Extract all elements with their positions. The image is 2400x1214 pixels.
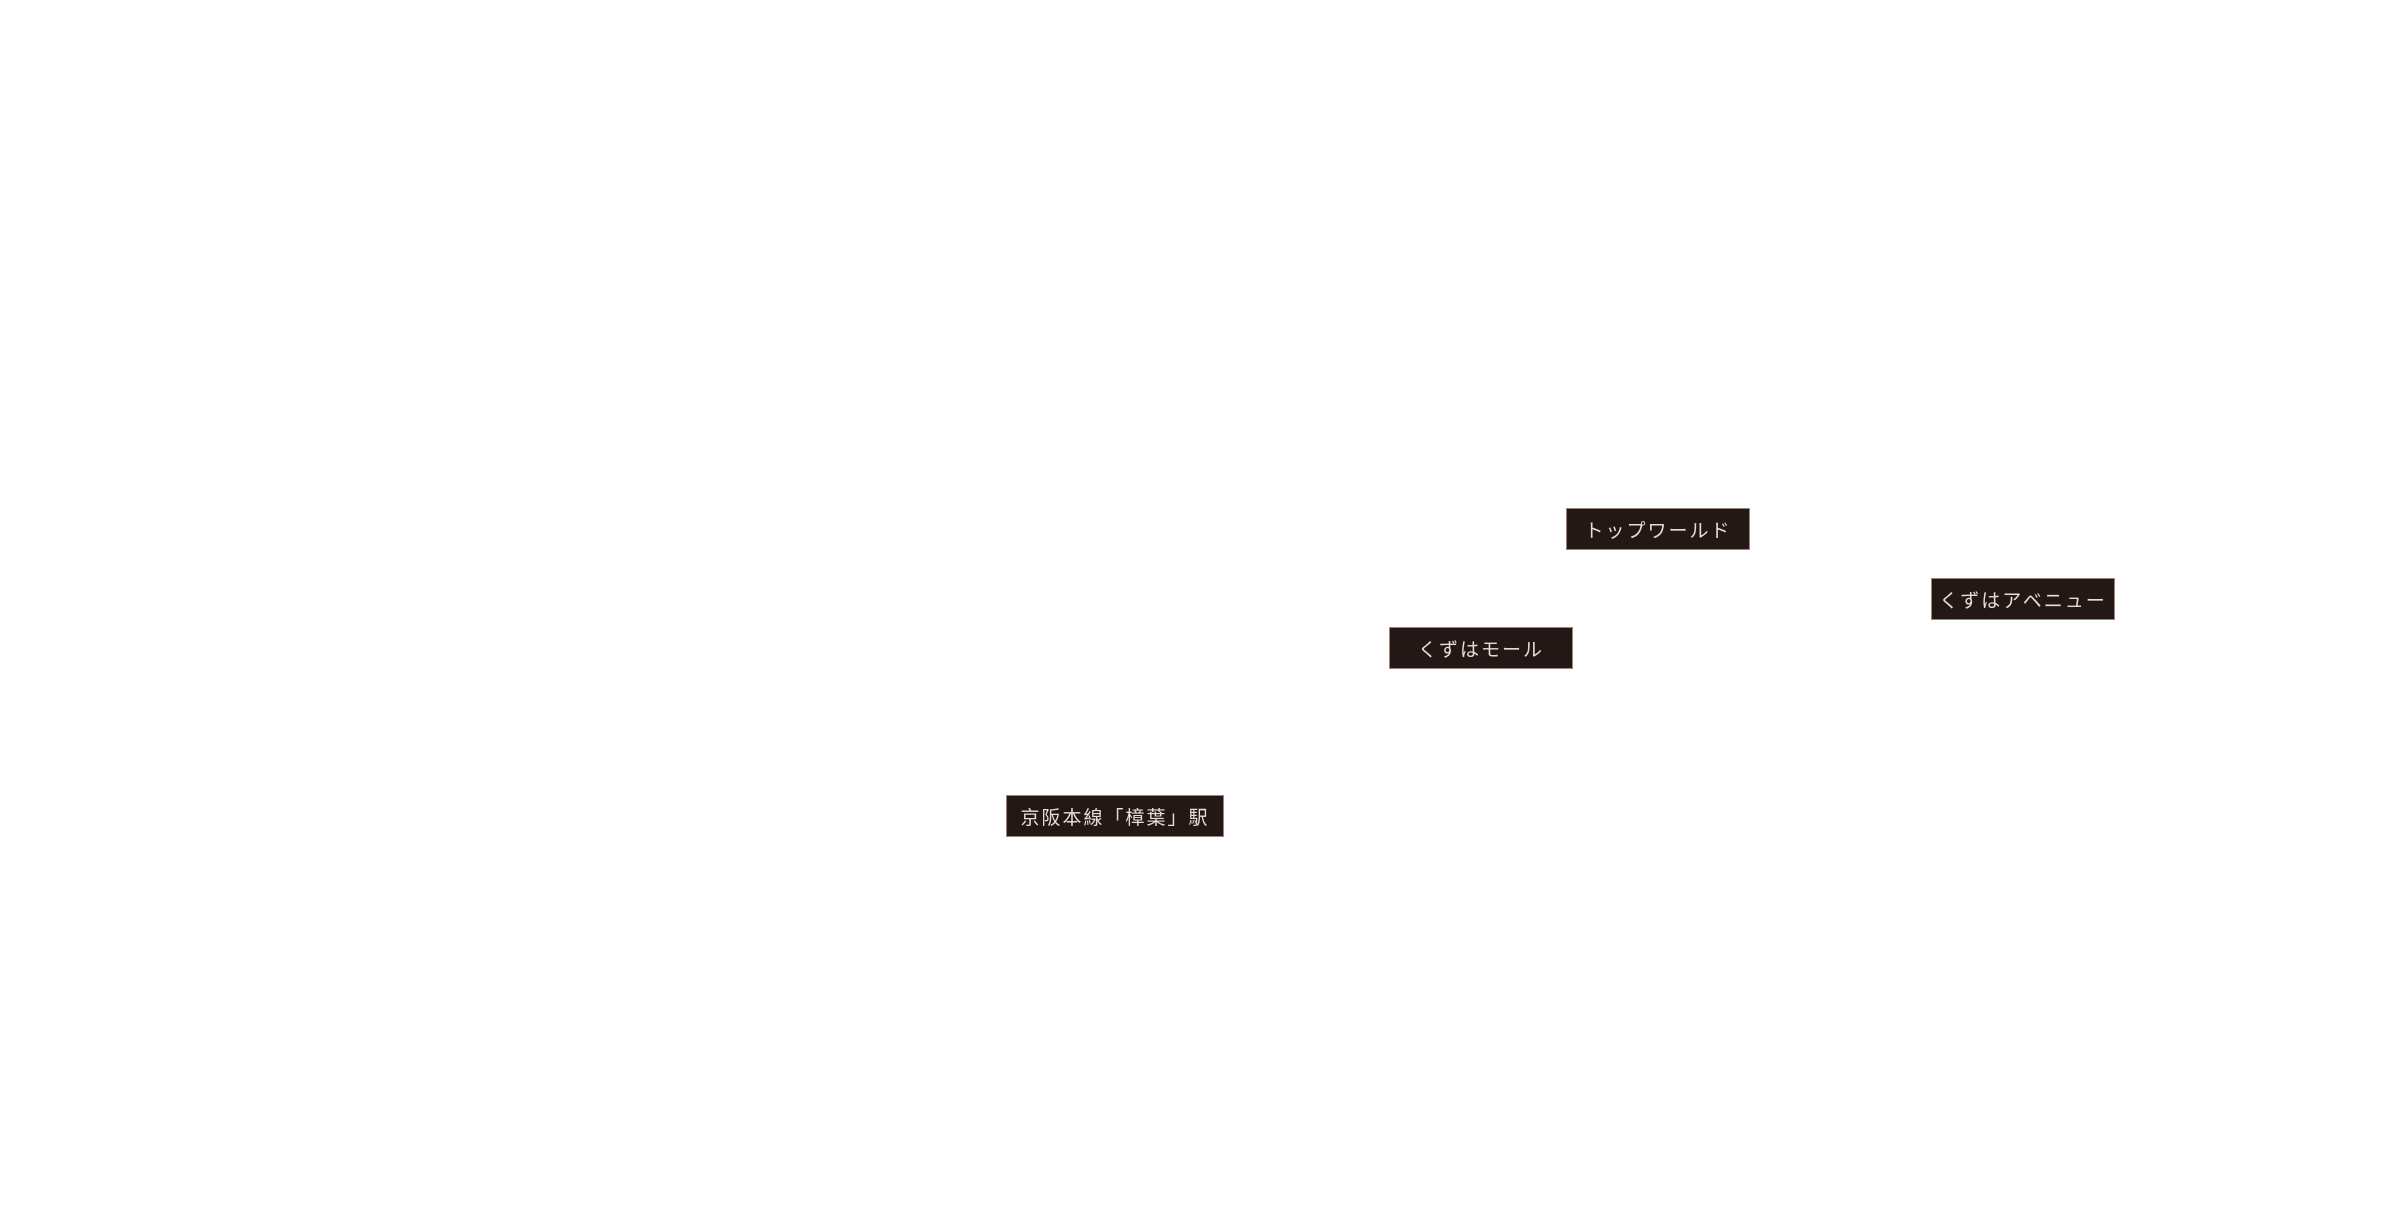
place-label-kuzuha-avenue: くずはアベニュー <box>1931 578 2115 620</box>
place-label-kuzuha-mall: くずはモール <box>1389 627 1573 669</box>
place-label-kuzuha-station: 京阪本線「樟葉」駅 <box>1006 795 1224 837</box>
place-label-top-world: トップワールド <box>1566 508 1750 550</box>
